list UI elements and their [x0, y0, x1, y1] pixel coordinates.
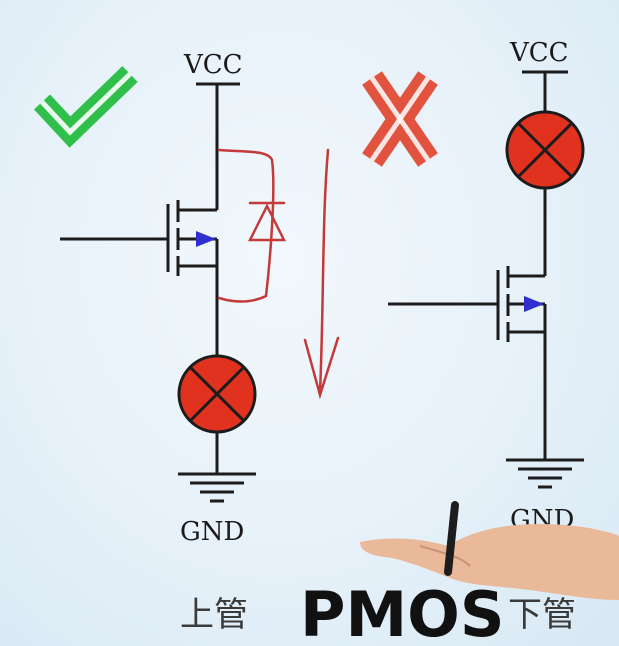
current-direction-arrow	[303, 148, 340, 400]
left-circuit: VCC	[60, 50, 243, 356]
left-vcc-label: VCC	[183, 50, 243, 80]
right-lamp	[505, 110, 585, 190]
left-gnd-label: GND	[180, 517, 244, 547]
body-diode-sketch	[217, 148, 287, 303]
diagram-title: PMOS	[300, 578, 505, 646]
check-mark-icon	[33, 66, 138, 148]
left-ground-symbol	[178, 432, 256, 503]
cross-mark-icon	[362, 71, 438, 167]
left-caption: 上管	[180, 595, 248, 635]
left-lamp	[177, 354, 257, 434]
right-transistor-arrow	[524, 296, 544, 312]
right-circuit: VCC	[388, 38, 569, 460]
presenter-hand	[360, 501, 619, 600]
right-ground-symbol	[506, 458, 584, 489]
right-caption: 下管	[508, 595, 576, 635]
right-vcc-label: VCC	[509, 38, 569, 68]
left-transistor-arrow	[196, 231, 216, 247]
